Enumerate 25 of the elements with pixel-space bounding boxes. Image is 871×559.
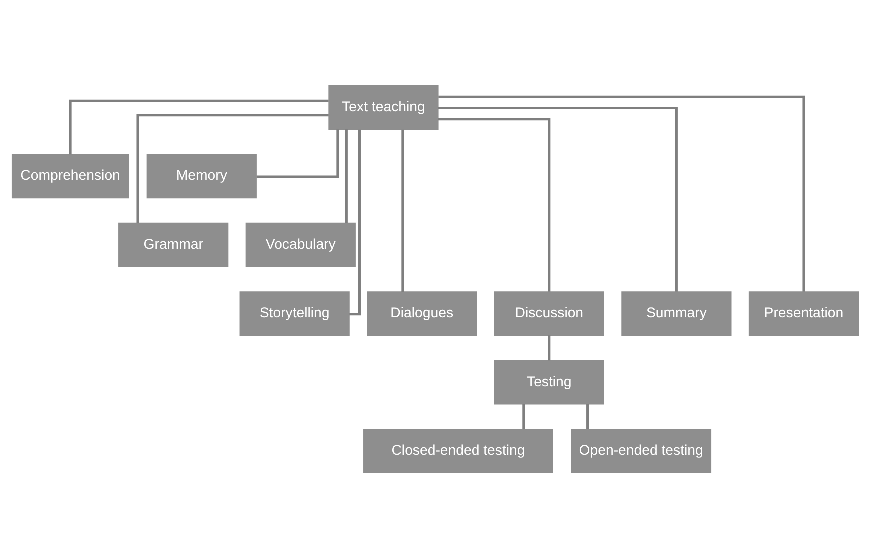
connector (438, 118, 551, 292)
node-box: Dialogues (367, 292, 478, 336)
node-box: Presentation (748, 292, 860, 336)
connector (69, 100, 329, 155)
node-box: Open-ended testing (571, 429, 712, 474)
connector (438, 96, 806, 292)
connector (345, 130, 348, 224)
connector (438, 107, 678, 292)
node-box: Vocabulary (246, 222, 356, 268)
connector (402, 130, 404, 292)
connector (586, 404, 590, 430)
connector (256, 130, 340, 178)
connector (136, 114, 329, 224)
node-box: Discussion (494, 292, 604, 336)
node-box: Storytelling (240, 292, 350, 336)
node-box: Comprehension (12, 154, 130, 199)
connector (350, 130, 361, 316)
node-box: Memory (146, 154, 257, 199)
connector (548, 336, 551, 361)
node-box: Grammar (118, 222, 229, 268)
node-box: Text teaching (328, 86, 439, 130)
node-box: Summary (622, 292, 732, 336)
node-box: Closed-ended testing (364, 429, 554, 474)
node-box: Testing (494, 360, 604, 405)
connector (522, 404, 526, 430)
